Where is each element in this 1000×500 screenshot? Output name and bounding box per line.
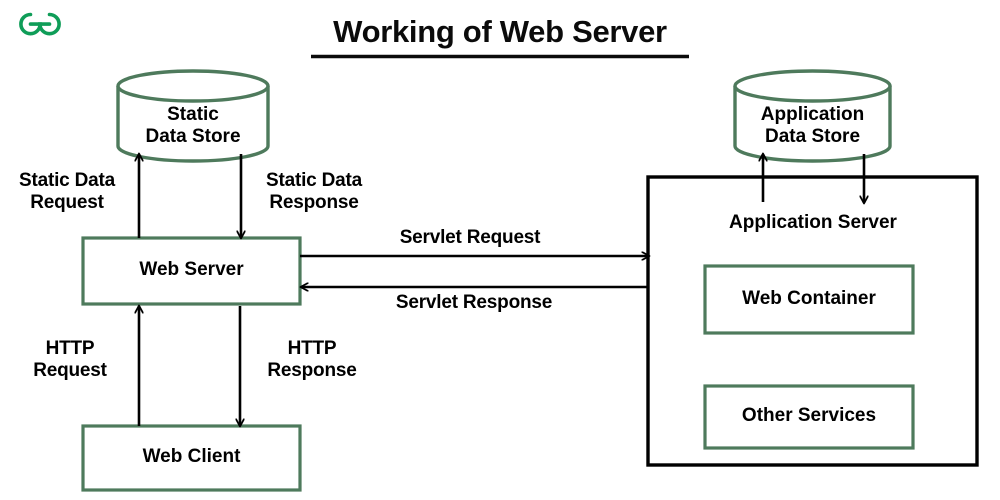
web-client-shape	[81, 424, 302, 492]
application-server-label: Application Server	[729, 212, 897, 233]
web-server-shape	[81, 236, 302, 306]
geeksforgeeks-logo	[19, 12, 61, 36]
page-title: Working of Web Server	[333, 14, 667, 49]
servlet-request-label: Servlet Request	[399, 227, 541, 248]
static-data-request-label: Static Data Request	[18, 170, 115, 214]
http-request-label: HTTP Request	[33, 338, 107, 382]
application-data-store-label: Application Data Store	[760, 104, 865, 148]
static-data-store-label: Static Data Store	[145, 104, 241, 148]
static-data-response-label: Static Data Response	[265, 170, 362, 214]
servlet-response-label: Servlet Response	[395, 292, 553, 313]
web-server-label: Web Server	[139, 259, 244, 280]
other-services-label: Other Services	[741, 405, 877, 426]
web-container-label: Web Container	[742, 288, 876, 309]
application-data-store-shape	[733, 69, 892, 163]
static-data-store-shape	[116, 69, 270, 163]
http-response-label: HTTP Response	[267, 338, 357, 382]
other-services-shape	[703, 384, 915, 450]
web-container-shape	[703, 264, 915, 335]
web-client-label: Web Client	[142, 446, 241, 467]
